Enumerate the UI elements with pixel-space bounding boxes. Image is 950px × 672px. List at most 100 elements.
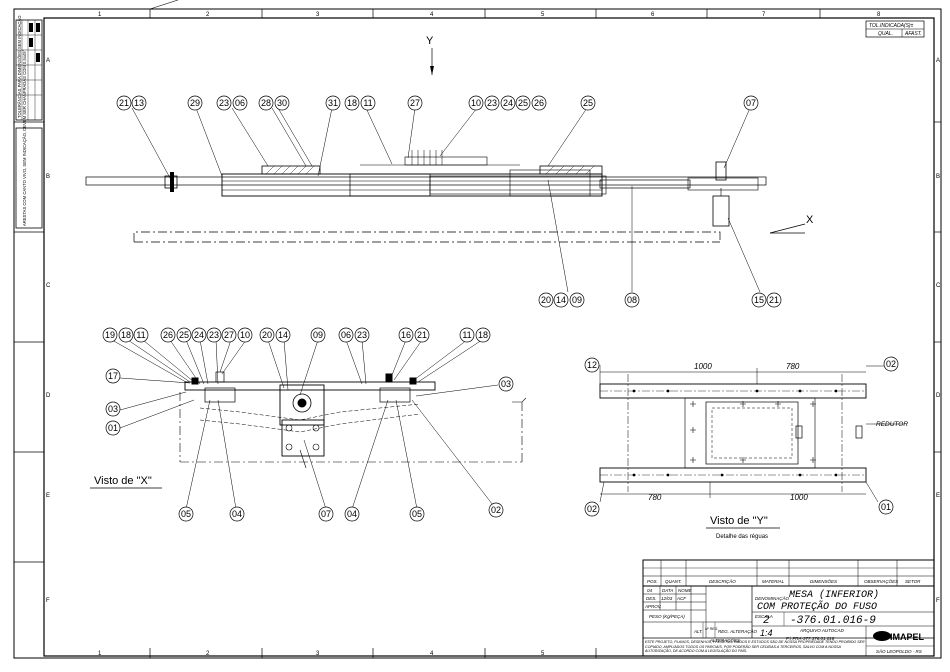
balloon: 15	[751, 292, 767, 308]
svg-text:20: 20	[262, 330, 272, 340]
svg-text:14: 14	[278, 330, 288, 340]
svg-text:25: 25	[518, 98, 528, 108]
svg-text:19: 19	[105, 330, 115, 340]
balloon: 14	[275, 327, 291, 343]
svg-text:18: 18	[121, 330, 131, 340]
dim-780-top: 780	[786, 362, 800, 371]
arquivo-path: F:\ FRA-377.376.01.016	[786, 636, 835, 641]
col-label: 2	[206, 12, 210, 18]
balloon: 19	[102, 327, 118, 343]
balloon: 23	[216, 95, 232, 111]
balloon: 11	[459, 327, 475, 343]
balloon: 10	[237, 327, 253, 343]
col-label: 2	[206, 651, 210, 657]
tolerance-box: TOL.INDICADA(S)± QUAL. AFAST.	[865, 20, 925, 38]
row-label: C	[46, 283, 51, 289]
balloon: 21	[766, 292, 782, 308]
svg-text:02: 02	[886, 359, 896, 369]
view-x-balloons: 19 18 11 26 25 24 23 27 10 20 14 09 06 2…	[102, 327, 514, 522]
svg-text:27: 27	[410, 98, 420, 108]
balloon: 08	[624, 292, 640, 308]
svg-text:05: 05	[412, 509, 422, 519]
balloon: 04	[344, 506, 360, 522]
dim-1000-bottom: 1000	[790, 493, 808, 502]
denominacao-label: DENOMINAÇÃO	[755, 595, 790, 601]
svg-text:13: 13	[134, 98, 144, 108]
svg-text:23: 23	[219, 98, 229, 108]
svg-text:04: 04	[232, 509, 242, 519]
alt-num: Nº REG.	[705, 627, 718, 631]
redutor-label: REDUTOR	[876, 421, 908, 428]
balloon: 25	[176, 327, 192, 343]
balloon: 01	[878, 499, 894, 515]
drawing-title-line1: MESA (INFERIOR)	[789, 589, 879, 601]
svg-text:02: 02	[491, 505, 501, 515]
svg-text:01: 01	[881, 502, 891, 512]
balloon: 16	[398, 327, 414, 343]
col-label: 6	[651, 12, 655, 18]
balloon: 06	[338, 327, 354, 343]
escala-label: ESCALA	[755, 614, 773, 619]
balloon: 05	[409, 506, 425, 522]
view-y-drawing	[599, 365, 904, 503]
column-labels-bottom: 1 2 3 4 5	[98, 651, 545, 657]
svg-text:21: 21	[417, 330, 427, 340]
balloon: 20	[538, 292, 554, 308]
balloon: 02	[584, 501, 600, 517]
svg-text:25: 25	[179, 330, 189, 340]
svg-text:10: 10	[471, 98, 481, 108]
balloon: 18	[475, 327, 491, 343]
legal-notice: ESTE PROJETO, PLANOS, DESENHOS, PROJETOS…	[645, 640, 865, 654]
svg-text:18: 18	[347, 98, 357, 108]
balloon: 03	[498, 376, 514, 392]
col-label: 4	[430, 12, 434, 18]
main-view	[85, 48, 806, 293]
balloon: 18	[118, 327, 134, 343]
balloon: 02	[488, 502, 504, 518]
alt-label: ALT.	[693, 629, 703, 634]
tolerance-note: TOLERÂNCIAS PARA DIMENSÕES SEM INDICAÇÃO	[17, 15, 22, 118]
svg-text:05: 05	[181, 509, 191, 519]
balloon: 11	[360, 95, 376, 111]
svg-text:06: 06	[235, 98, 245, 108]
svg-text:03: 03	[108, 404, 118, 414]
svg-text:10: 10	[240, 330, 250, 340]
svg-text:03: 03	[501, 379, 511, 389]
title-block	[642, 559, 935, 657]
view-y-marker: Y	[426, 35, 434, 47]
svg-text:06: 06	[341, 330, 351, 340]
svg-text:21: 21	[769, 295, 779, 305]
balloon: 04	[229, 506, 245, 522]
svg-text:30: 30	[277, 98, 287, 108]
scale-value: 1:4	[760, 628, 773, 638]
row-label: F	[46, 598, 50, 604]
balloon: 17	[105, 368, 121, 384]
col-label: 7	[762, 12, 766, 18]
balloon: 23	[206, 327, 222, 343]
row-label: D	[46, 393, 51, 399]
svg-text:11: 11	[462, 330, 471, 340]
view-y-balloons: 12 02 02 01	[584, 356, 899, 517]
balloon: 26	[531, 95, 547, 111]
balloon: 18	[344, 95, 360, 111]
row-label: E	[936, 493, 940, 499]
svg-text:23: 23	[209, 330, 219, 340]
hdr-dimensoes: DIMENSÕES	[810, 578, 837, 584]
svg-text:12: 12	[587, 360, 597, 370]
row-label: D	[936, 393, 941, 399]
balloon: 30	[274, 95, 290, 111]
svg-text:09: 09	[313, 330, 323, 340]
row-labels: A B C D E F A B C D E F	[46, 58, 941, 604]
left-chamfer-note: ARESTAS COM CANTO VIVO, SEM INDICAÇÃO, D…	[15, 49, 43, 229]
svg-text:21: 21	[119, 98, 129, 108]
svg-text:11: 11	[363, 98, 372, 108]
balloon: 26	[160, 327, 176, 343]
balloon: 27	[407, 95, 423, 111]
row-nome-label: NOME	[678, 588, 692, 593]
peso-label: PESO (Kg/PEÇA)	[649, 614, 685, 619]
balloon: 07	[743, 95, 759, 111]
balloon: 29	[187, 95, 203, 111]
balloon: 06	[232, 95, 248, 111]
svg-text:27: 27	[224, 330, 234, 340]
